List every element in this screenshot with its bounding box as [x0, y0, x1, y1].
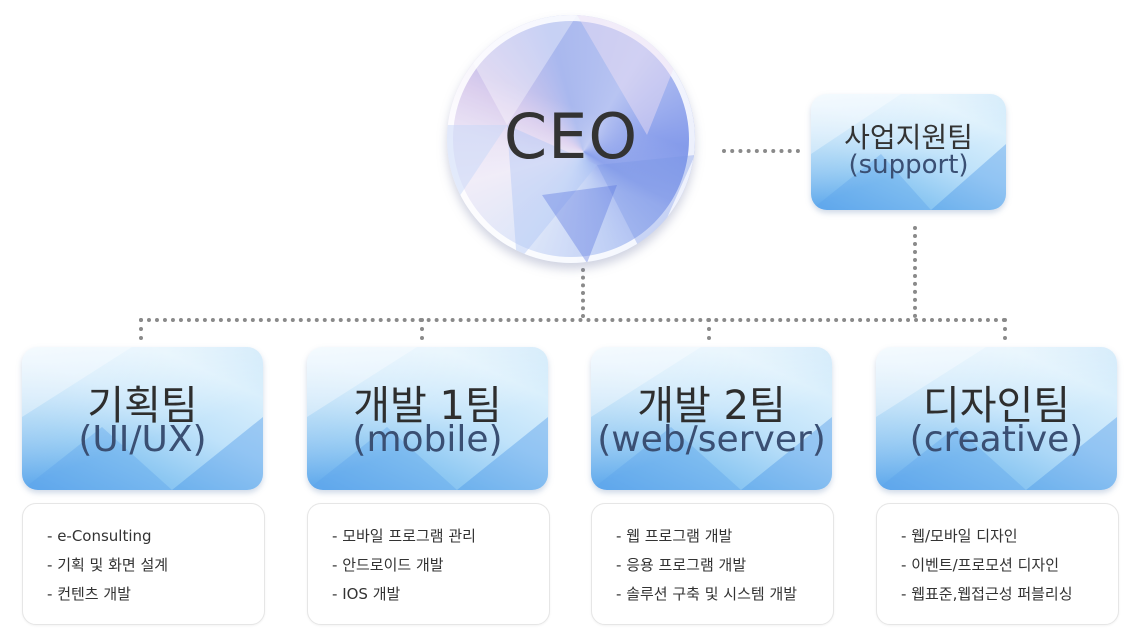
team-title: 기획팀: [87, 383, 198, 429]
list-item: e-Consulting: [47, 522, 264, 551]
team-subtitle: (web/server): [597, 419, 826, 460]
support-down-connector: [913, 226, 917, 318]
team1-connector: [139, 318, 143, 340]
team-subtitle: (creative): [909, 419, 1084, 460]
duty-list-planning: e-Consulting 기획 및 화면 설계 컨텐츠 개발: [22, 503, 265, 625]
team-title: 개발 1팀: [353, 383, 502, 429]
list-item: 안드로이드 개발: [332, 551, 549, 580]
team-subtitle: (UI/UX): [78, 419, 207, 460]
ceo-facets: [447, 15, 695, 263]
list-item: 모바일 프로그램 관리: [332, 522, 549, 551]
team-title: 디자인팀: [922, 383, 1071, 429]
list-item: 컨텐츠 개발: [47, 580, 264, 609]
team4-connector: [1003, 318, 1007, 340]
list-item: 웹 프로그램 개발: [616, 522, 833, 551]
list-item: 이벤트/프로모션 디자인: [901, 551, 1118, 580]
ceo-support-connector: [722, 149, 800, 153]
duty-list-dev1: 모바일 프로그램 관리 안드로이드 개발 IOS 개발: [307, 503, 550, 625]
list-item: 기획 및 화면 설계: [47, 551, 264, 580]
team2-connector: [420, 318, 424, 340]
team-box-dev1: 개발 1팀 (mobile): [307, 347, 548, 490]
list-item: IOS 개발: [332, 580, 549, 609]
team-box-planning: 기획팀 (UI/UX): [22, 347, 263, 490]
list-item: 솔루션 구축 및 시스템 개발: [616, 580, 833, 609]
team-subtitle: (mobile): [352, 419, 503, 460]
team3-connector: [707, 318, 711, 340]
duty-list-design: 웹/모바일 디자인 이벤트/프로모션 디자인 웹표준,웹접근성 퍼블리싱: [876, 503, 1119, 625]
team-box-design: 디자인팀 (creative): [876, 347, 1117, 490]
support-box: 사업지원팀 (support): [811, 94, 1006, 210]
ceo-down-connector: [581, 268, 585, 318]
team-box-dev2: 개발 2팀 (web/server): [591, 347, 832, 490]
ceo-label: CEO: [503, 100, 639, 173]
list-item: 응용 프로그램 개발: [616, 551, 833, 580]
team-bus-connector: [139, 318, 1007, 322]
list-item: 웹/모바일 디자인: [901, 522, 1118, 551]
support-title: 사업지원팀: [844, 121, 973, 154]
list-item: 웹표준,웹접근성 퍼블리싱: [901, 580, 1118, 609]
support-subtitle: (support): [848, 150, 969, 180]
team-title: 개발 2팀: [637, 383, 786, 429]
duty-list-dev2: 웹 프로그램 개발 응용 프로그램 개발 솔루션 구축 및 시스템 개발: [591, 503, 834, 625]
